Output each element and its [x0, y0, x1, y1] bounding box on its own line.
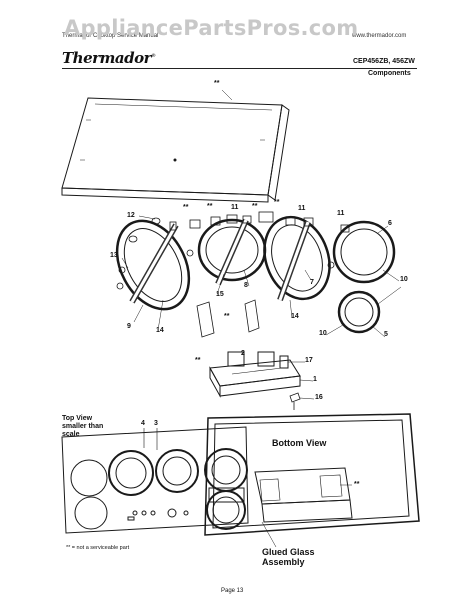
- limiter-parts: [169, 211, 350, 233]
- round-element-5: [337, 290, 381, 334]
- thermador-logo: Thermador®: [62, 49, 156, 67]
- part-16: [289, 392, 301, 410]
- round-element-6: [332, 220, 396, 284]
- bottom-view-frame: [204, 413, 420, 536]
- caption-line: scale: [62, 431, 80, 438]
- callout-17: 17: [305, 357, 313, 364]
- caption-line: Top View: [62, 415, 93, 422]
- footnote: ** = not a serviceable part: [66, 545, 130, 551]
- callout-11: 11: [298, 205, 306, 212]
- callout-not-serviceable: **: [354, 481, 360, 488]
- section-title: Components: [368, 70, 411, 77]
- callout-1: 1: [313, 376, 317, 383]
- callout-9: 9: [127, 323, 131, 330]
- oval-element-7: [263, 215, 331, 302]
- callout-5: 5: [384, 331, 388, 338]
- glued-glass-caption: Glued Glass Assembly: [262, 547, 315, 567]
- callout-10: 10: [400, 276, 408, 283]
- brackets: [196, 299, 260, 338]
- bottom-view-caption: Bottom View: [272, 438, 327, 448]
- callout-8: 8: [244, 282, 248, 289]
- callout-12: 12: [127, 212, 135, 219]
- callout-not-serviceable: **: [252, 203, 258, 210]
- callout-not-serviceable: **: [195, 357, 201, 364]
- terminal-parts: [116, 217, 335, 290]
- callout-3: 3: [154, 420, 158, 427]
- callout-14: 14: [156, 327, 164, 334]
- round-element-8: [197, 218, 267, 286]
- logo-text: Thermador: [62, 49, 152, 67]
- leader-lines: [121, 89, 402, 548]
- callout-11: 11: [231, 204, 239, 211]
- watermark: AppliancePartsPros.com: [64, 16, 359, 40]
- callout-15: 15: [216, 291, 224, 298]
- website-text: www.thermador.com: [352, 33, 407, 39]
- trademark-mark: ®: [151, 53, 156, 59]
- callout-not-serviceable: **: [207, 203, 213, 210]
- caption-line: Glued Glass: [262, 547, 315, 557]
- control-module: [209, 351, 301, 398]
- callout-10: 10: [319, 330, 327, 337]
- caption-line: Assembly: [262, 557, 305, 567]
- callout-not-serviceable: **: [274, 199, 280, 206]
- callout-13: 13: [110, 252, 118, 259]
- manual-title: Thermador Cooktop Service Manual: [62, 33, 159, 39]
- top-view-panel: [61, 426, 249, 534]
- top-view-caption: Top View smaller than scale: [62, 415, 103, 439]
- header-rule: [62, 68, 417, 69]
- caption-line: smaller than: [62, 423, 104, 430]
- callout-2: 2: [241, 350, 245, 357]
- callout-4: 4: [141, 420, 145, 427]
- callout-11: 11: [337, 210, 345, 217]
- page-number: Page 13: [221, 588, 244, 594]
- callout-not-serviceable: **: [224, 313, 230, 320]
- callout-14: 14: [291, 313, 299, 320]
- glass-top-panel: [61, 97, 290, 203]
- oval-element-9: [115, 219, 191, 311]
- callout-7: 7: [310, 279, 314, 286]
- callout-16: 16: [315, 394, 323, 401]
- callout-6: 6: [388, 220, 392, 227]
- model-number: CEP456ZB, 456ZW: [353, 58, 415, 65]
- callout-not-serviceable: **: [183, 204, 189, 211]
- callout-not-serviceable: **: [214, 80, 220, 87]
